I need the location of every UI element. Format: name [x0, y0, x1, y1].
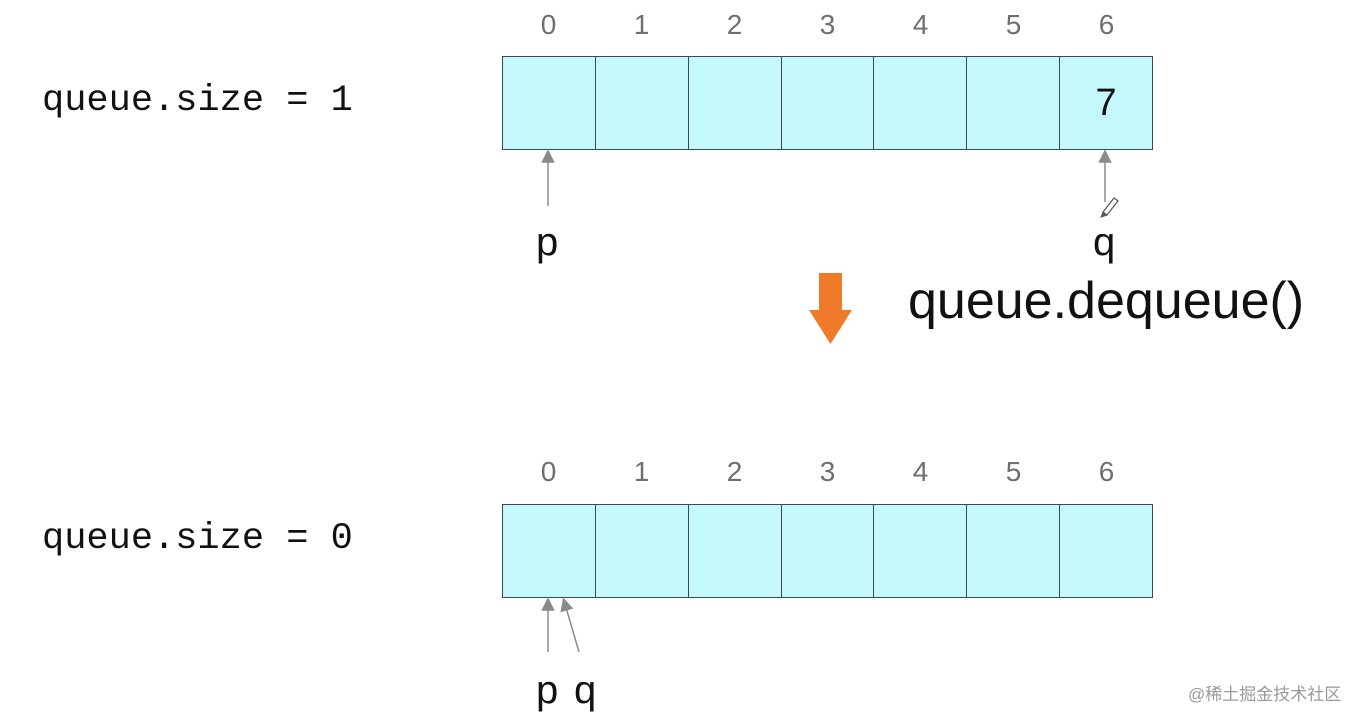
- index-label: 4: [912, 9, 929, 40]
- array-cell: [874, 504, 968, 598]
- queue-array-before: 7: [502, 56, 1154, 150]
- array-cell: 7: [1060, 56, 1154, 150]
- pen-cursor-icon: [1100, 197, 1119, 218]
- index-label: 2: [726, 456, 743, 487]
- array-cell: [781, 504, 875, 598]
- index-label: 3: [819, 456, 836, 487]
- index-label: 6: [1098, 456, 1115, 487]
- array-cell: [1060, 504, 1154, 598]
- pointer-p-label-before: p: [536, 220, 559, 264]
- pointer-q-label-before: q: [1093, 220, 1116, 264]
- orange-down-arrow-icon: [809, 273, 852, 344]
- array-cell: [688, 504, 782, 598]
- index-label: 0: [540, 9, 557, 40]
- dequeue-operation-label: queue.dequeue(): [908, 272, 1305, 330]
- index-row-before: 0 1 2 3 4 5 6: [502, 10, 1153, 40]
- watermark: @稀土掘金技术社区: [1188, 685, 1342, 704]
- array-cell: [967, 504, 1061, 598]
- array-cell: [781, 56, 875, 150]
- index-label: 5: [1005, 456, 1022, 487]
- index-label: 6: [1098, 9, 1115, 40]
- pointer-q-label-after: q: [574, 668, 597, 712]
- array-cell: [595, 504, 689, 598]
- index-label: 1: [633, 9, 650, 40]
- index-label: 1: [633, 456, 650, 487]
- queue-size-label-after: queue.size = 0: [42, 518, 353, 560]
- pointer-q-arrow-after: [560, 597, 580, 653]
- queue-array-after: [502, 504, 1154, 598]
- array-cell: [874, 56, 968, 150]
- array-cell: [503, 504, 596, 598]
- index-label: 0: [540, 456, 557, 487]
- array-cell: [595, 56, 689, 150]
- array-cell: [688, 56, 782, 150]
- queue-size-label-before: queue.size = 1: [42, 80, 353, 122]
- index-row-after: 0 1 2 3 4 5 6: [502, 457, 1153, 487]
- array-cell: [503, 56, 596, 150]
- index-label: 3: [819, 9, 836, 40]
- index-label: 4: [912, 456, 929, 487]
- index-label: 2: [726, 9, 743, 40]
- array-cell: [967, 56, 1061, 150]
- pointer-p-label-after: p: [536, 668, 559, 712]
- index-label: 5: [1005, 9, 1022, 40]
